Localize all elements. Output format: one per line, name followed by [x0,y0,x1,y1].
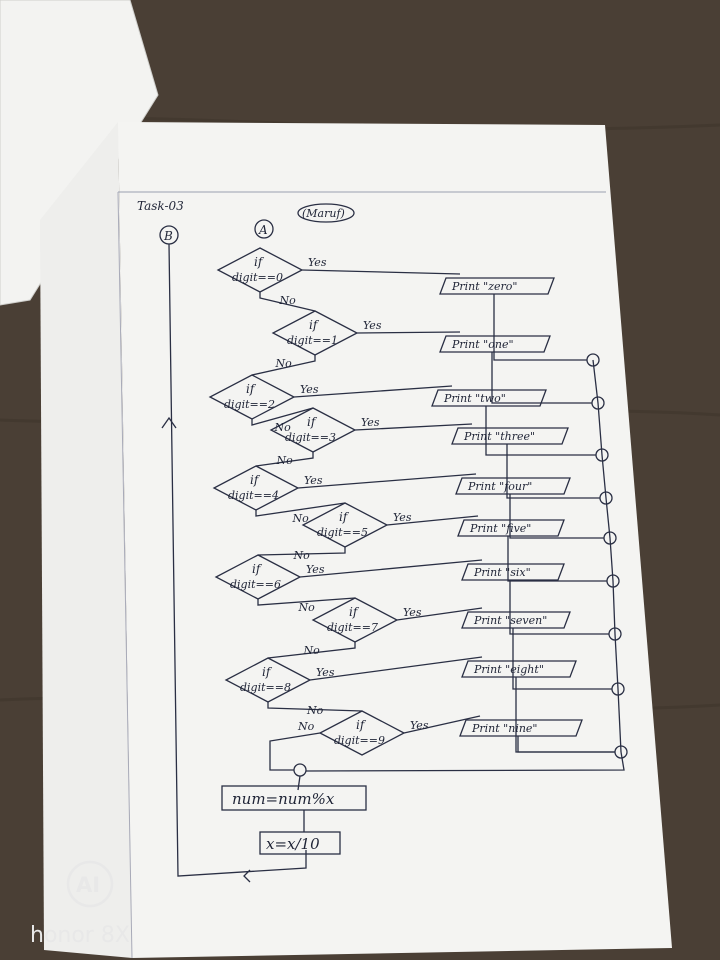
notebook-page [118,122,672,958]
yes-label-5: Yes [393,511,412,524]
print-text-6: Print "six" [473,566,531,579]
no-label-8: No [306,704,324,717]
process-step2-text: x=x/10 [266,835,320,853]
camera-brand: honor 8X [30,923,130,948]
decision-condition-4: digit==4 [228,489,279,502]
decision-condition-5: digit==5 [317,526,368,539]
author-name: (Maruf) [302,207,345,220]
connector-b-label: B [163,229,173,243]
decision-condition-7: digit==7 [327,621,378,634]
page-margin [40,122,132,958]
print-text-1: Print "one" [451,338,514,351]
decision-condition-0: digit==0 [232,271,283,284]
no-label-5: No [293,549,311,562]
decision-condition-9: digit==9 [334,734,385,747]
print-text-3: Print "three" [463,430,535,443]
no-label-9: No [297,720,315,733]
honor-logo-text: AI [76,873,100,897]
yes-label-7: Yes [403,606,422,619]
print-text-9: Print "nine" [471,722,538,735]
yes-label-2: Yes [300,383,319,396]
connector-a-label: A [258,223,268,237]
yes-label-8: Yes [316,666,335,679]
yes-label-4: Yes [304,474,323,487]
no-label-1: No [275,357,293,370]
print-text-5: Print "five" [469,522,531,535]
task-label: Task-03 [137,199,184,213]
print-text-8: Print "eight" [473,663,544,676]
no-label-7: No [303,644,321,657]
decision-condition-2: digit==2 [224,398,275,411]
yes-label-3: Yes [361,416,380,429]
no-label-6: No [298,601,316,614]
decision-condition-3: digit==3 [285,431,336,444]
print-text-0: Print "zero" [451,280,517,293]
no-label-0: No [279,294,297,307]
yes-label-9: Yes [410,719,429,732]
print-text-4: Print "four" [467,480,532,493]
decision-condition-6: digit==6 [230,578,281,591]
yes-label-0: Yes [308,256,327,269]
print-text-7: Print "seven" [473,614,547,627]
decision-condition-8: digit==8 [240,681,291,694]
yes-label-6: Yes [306,563,325,576]
print-text-2: Print "two" [443,392,506,405]
yes-label-1: Yes [363,319,382,332]
process-step1-text: num=num%x [232,790,335,808]
no-label-3: No [276,454,294,467]
decision-condition-1: digit==1 [287,334,338,347]
